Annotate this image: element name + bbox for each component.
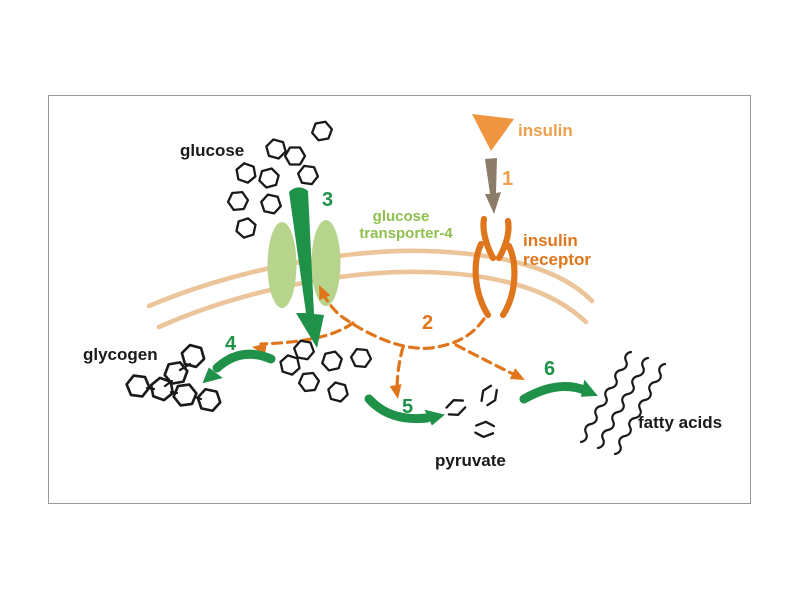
insulin-binding-arrow [485, 158, 501, 214]
fatty-acids-label: fatty acids [638, 413, 723, 432]
fatty-acid-chains [579, 350, 667, 456]
glycogenesis-arrow [197, 349, 276, 391]
lipogenesis-arrow [519, 379, 602, 404]
pyruvate-label: pyruvate [435, 451, 506, 470]
glucose-label: glucose [180, 141, 245, 160]
insulin-label: insulin [518, 121, 573, 140]
pyruvate-molecules [443, 383, 502, 443]
insulin-receptor-label-line2: receptor [523, 250, 592, 269]
insulin-receptor-label-line1: insulin [523, 231, 578, 250]
step-4-number: 4 [225, 333, 237, 355]
diagram-canvas [123, 114, 667, 456]
step-6-number: 6 [544, 358, 556, 380]
glucose-molecules [226, 119, 335, 241]
step-1-number: 1 [502, 168, 514, 190]
step-3-number: 3 [322, 189, 334, 211]
glut4-label-line2: transporter-4 [359, 225, 453, 242]
glut4-transporter [267, 220, 341, 308]
glycolysis-arrow [364, 394, 447, 427]
cell-membrane [146, 248, 595, 330]
arrowhead-to-lipogenesis [509, 368, 528, 386]
insulin-receptor [472, 215, 518, 319]
glut4-label-line1: glucose [372, 208, 430, 225]
glycogen-label: glycogen [83, 345, 158, 364]
step-5-number: 5 [402, 396, 414, 418]
intracellular-glucose-molecules [276, 338, 373, 404]
insulin-molecule [472, 114, 514, 151]
glucose-uptake-arrow [289, 187, 324, 348]
diagram-frame: glucose glycogen pyruvate fatty acids in… [48, 95, 751, 504]
glycogen-molecule [123, 342, 224, 414]
signal-dashed-paths [251, 282, 528, 401]
step-2-number: 2 [422, 312, 434, 334]
